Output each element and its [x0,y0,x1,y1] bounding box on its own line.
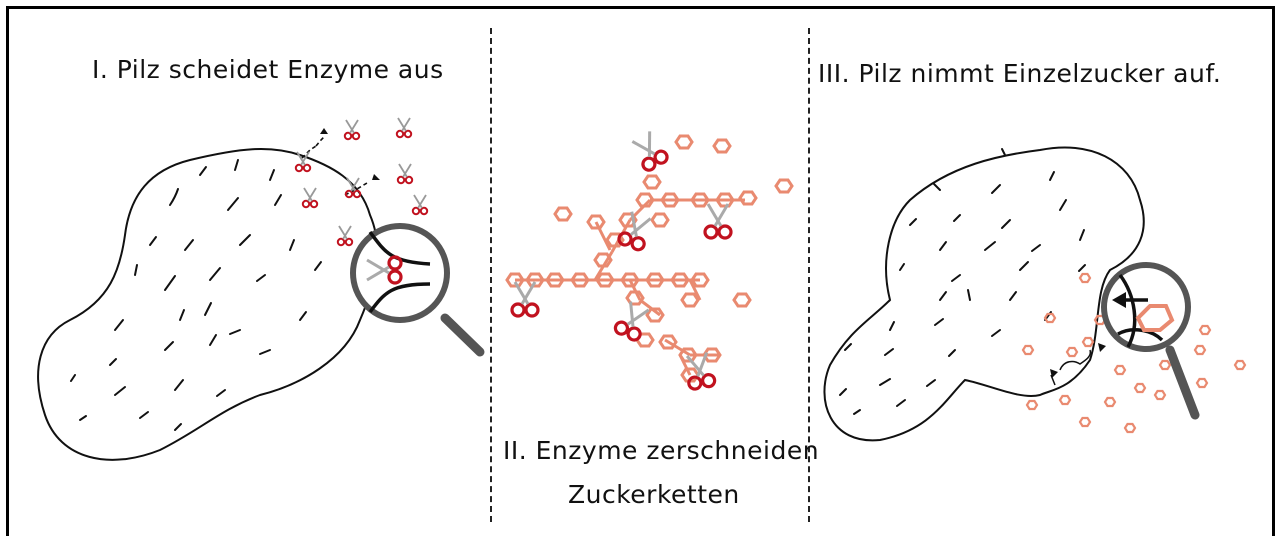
panel-divider-2 [808,28,810,522]
sugar-chain-network [505,128,794,392]
panel-2-caption-line2: Zuckerketten [568,480,740,509]
panel-1-caption: I. Pilz scheidet Enzyme aus [92,55,444,84]
diagram-artwork [37,117,1247,461]
fungus-cell-3 [823,146,1247,442]
panel-2-caption-line1: II. Enzyme zerschneiden [503,436,820,465]
fungus-cell-1 [37,117,485,461]
panel-divider-1 [490,28,492,522]
diagram-frame [6,6,1275,536]
panel-3-caption: III. Pilz nimmt Einzelzucker auf. [818,59,1222,88]
magnifying-glass-icon [350,223,485,357]
magnifying-glass-icon [1101,262,1200,420]
